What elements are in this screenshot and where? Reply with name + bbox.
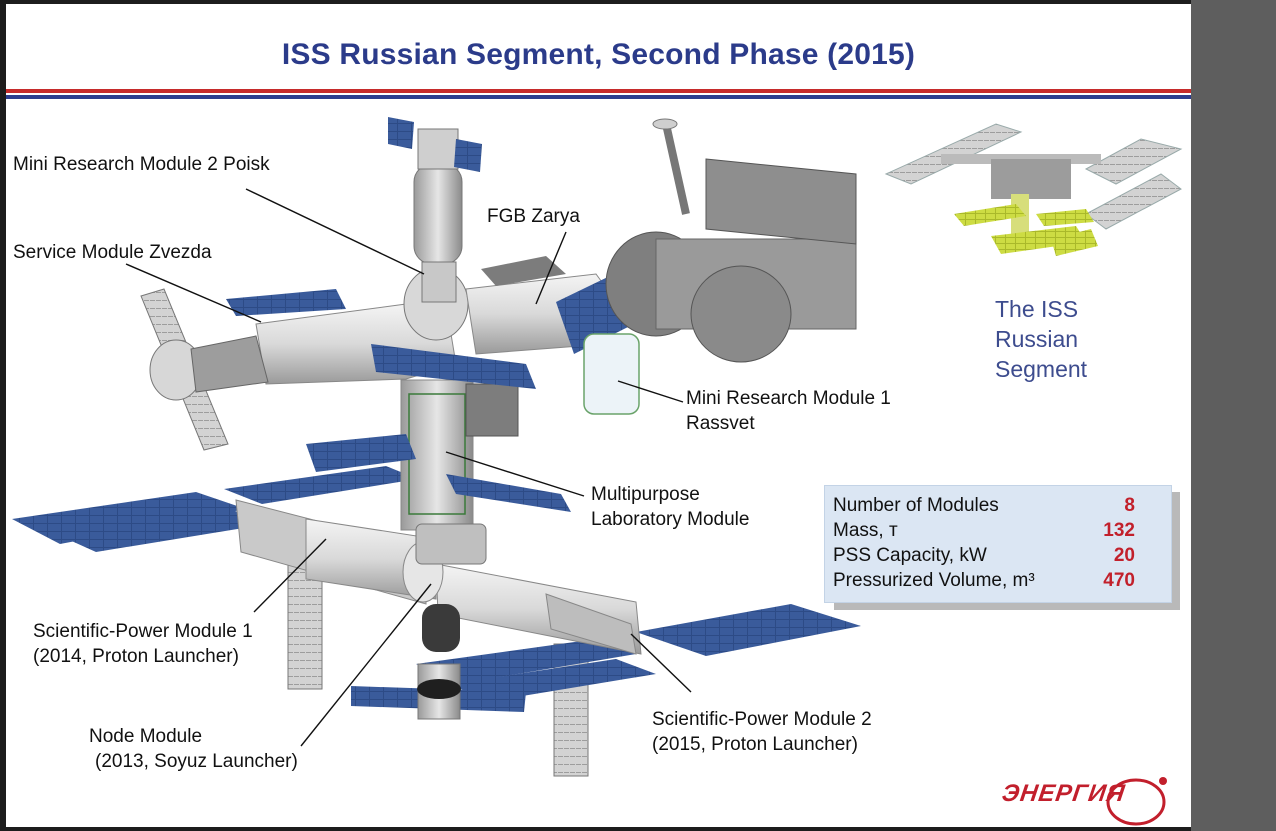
iss-caption-line3: Segment [995,356,1088,382]
soyuz-node-ring [417,679,461,699]
poisk-top-module [417,128,459,170]
large-module-docking-port [690,265,792,363]
iss-russian-segment-illustration [12,117,1183,826]
leader-zvezda [125,263,262,323]
solar-array-poisk-right [454,139,482,172]
antenna-boom [662,123,690,215]
poisk-dock-adapter [421,261,457,303]
solar-array-poisk-left [388,117,414,149]
energia-logo-dot [1159,777,1167,785]
solar-array-lower-left-2 [56,509,268,552]
label-fgb-zarya: FGB Zarya [487,206,580,227]
label-node-line1: Node Module [89,726,203,747]
solar-array-zvezda-bottom [371,344,536,389]
stat-label: Number of Modules [833,495,999,516]
leader-spm1 [253,538,327,613]
energia-logo: ЭНЕРГИЯ [1000,780,1128,807]
stat-row-pss: PSS Capacity, kW 20 [833,545,1161,570]
soyuz-left-body [190,335,269,393]
label-spm1: Scientific-Power Module 1 (2014, Proton … [33,619,253,669]
solar-array-mlm-left [306,434,416,472]
stat-row-modules: Number of Modules 8 [833,495,1161,520]
stat-label: PSS Capacity, kW [833,545,987,566]
solar-array-mid-left [224,466,418,504]
stat-value: 470 [1103,570,1135,591]
mrm1-rassvet [583,333,640,415]
soyuz-node-orbital [422,604,460,652]
antenna-dish [652,118,678,130]
leader-mrm1 [617,380,684,403]
label-mrm1: Mini Research Module 1 Rassvet [686,386,891,436]
label-mlm-line1: Multipurpose [591,484,700,505]
leader-mlm [445,451,585,497]
label-spm2: Scientific-Power Module 2 (2015, Proton … [652,707,872,757]
iss-caption-line2: Russian [995,326,1079,352]
label-node-line2: (2013, Soyuz Launcher) [95,751,298,772]
stat-label: Mass, т [833,520,898,541]
stat-row-mass: Mass, т 132 [833,520,1161,545]
title-rule-blue [6,95,1191,99]
energia-logo-ring [1106,778,1166,826]
leader-mrm2 [245,188,425,275]
leader-lines [125,188,692,747]
leader-spm2 [630,633,692,693]
large-module-radiator-box [705,158,857,245]
solar-array-lower-right-1 [636,604,861,656]
label-spm2-line1: Scientific-Power Module 2 [652,709,872,730]
stat-value: 20 [1113,545,1135,566]
solar-array-lower-center-1 [416,639,636,684]
label-node: Node Module (2013, Soyuz Launcher) [89,724,298,774]
solar-array-lower-left-1 [12,492,246,544]
label-mrm1-line1: Mini Research Module 1 [686,388,891,409]
poisk-upper-stack [413,163,463,265]
label-mlm: Multipurpose Laboratory Module [591,482,749,532]
iss-caption-line1: The ISS [995,296,1079,322]
radiator-mlm [465,383,519,437]
label-spm1-line2: (2014, Proton Launcher) [33,646,239,667]
leader-fgb [535,231,567,305]
title-rule-red [6,89,1191,93]
label-spm2-line2: (2015, Proton Launcher) [652,734,858,755]
stats-box: Number of Modules 8 Mass, т 132 PSS Capa… [824,485,1172,603]
fgb-panel [481,256,566,286]
spm2-cone [545,593,637,655]
label-mrm1-line2: Rassvet [686,413,755,434]
mlm-lower-hub [415,523,487,565]
solar-array-zvezda-top [226,289,346,316]
label-mrm2: Mini Research Module 2 Poisk [13,154,270,175]
stat-row-volume: Pressurized Volume, m³ 470 [833,570,1161,595]
title-rule-gap [6,93,1191,95]
stat-value: 8 [1124,495,1135,516]
label-zvezda: Service Module Zvezda [13,242,212,263]
iss-inset-illustration [884,123,1183,256]
leader-node [300,583,432,747]
right-margin-strip [1191,0,1276,831]
iss-inset-caption: The ISS Russian Segment [995,294,1087,384]
label-spm1-line1: Scientific-Power Module 1 [33,621,253,642]
stat-value: 132 [1103,520,1135,541]
slide-title: ISS Russian Segment, Second Phase (2015) [281,38,916,71]
slide: ISS Russian Segment, Second Phase (2015) [6,4,1191,827]
stat-label: Pressurized Volume, m³ [833,570,1035,591]
label-mlm-line2: Laboratory Module [591,509,750,530]
solar-array-mlm-right [446,474,571,512]
